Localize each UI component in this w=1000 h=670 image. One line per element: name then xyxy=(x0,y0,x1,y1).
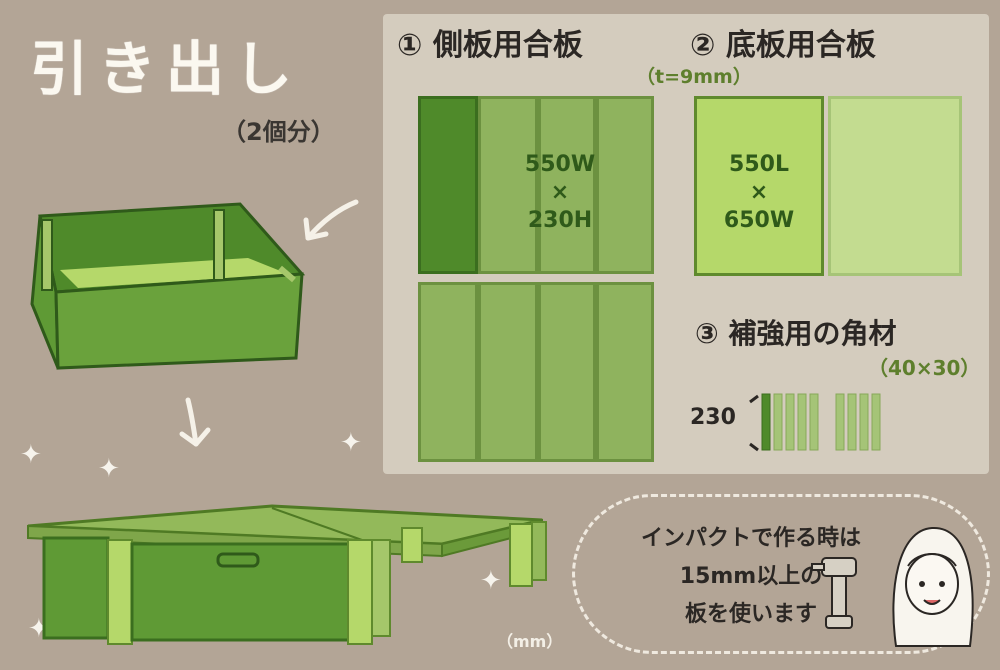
side-plank xyxy=(418,282,478,462)
sparkle-icon: ✦ xyxy=(480,566,502,596)
arrow-icon xyxy=(303,199,359,241)
bubble-line: 板を使います xyxy=(684,602,817,627)
side-plank xyxy=(596,282,654,462)
bottom-dim-length: 550L xyxy=(729,152,789,177)
side-plank xyxy=(596,96,654,274)
bottom-dim-width: 650W xyxy=(723,208,795,233)
lumber-length-label: 230 xyxy=(690,405,736,430)
sparkle-icon: ✦ xyxy=(340,428,362,458)
side-dim-x: × xyxy=(550,180,570,205)
speech-bubble xyxy=(572,494,990,654)
title: 引き出し xyxy=(30,35,303,103)
bottom-plank xyxy=(828,96,962,276)
lumber-sticks xyxy=(749,393,881,452)
sparkle-icon: ✦ xyxy=(20,440,42,470)
side-plank xyxy=(478,282,538,462)
side-dim-height: 230H xyxy=(527,208,593,233)
side-dim-width: 550W xyxy=(524,152,596,177)
side-plank xyxy=(478,96,538,274)
side-plank xyxy=(538,282,596,462)
subtitle: （2個分） xyxy=(222,118,335,146)
bubble-line: インパクトで作る時は xyxy=(640,526,861,551)
bubble-text: インパクトで作る時は 15mm以上の 板を使います xyxy=(606,520,896,634)
bottom-dim-x: × xyxy=(749,180,769,205)
drawer-box-illustration xyxy=(30,202,306,370)
bubble-line: 15mm以上の xyxy=(679,564,823,589)
arrow-down-icon xyxy=(179,397,211,447)
side-plank xyxy=(418,96,478,274)
side-plank xyxy=(538,96,596,274)
section-size-label: （40×30） xyxy=(868,356,981,380)
bottom-board-label: ② 底板用合板 xyxy=(690,28,876,63)
drill-icon xyxy=(811,557,857,629)
girl-avatar-icon xyxy=(892,526,974,647)
desk-illustration xyxy=(27,504,547,645)
sparkle-icon: ✦ xyxy=(98,454,120,484)
bottom-plank xyxy=(694,96,824,276)
reinforcement-label: ③ 補強用の角材 xyxy=(695,317,897,350)
side-board-label: ① 側板用合板 xyxy=(397,28,583,63)
unit-note: （mm） xyxy=(497,632,563,651)
thickness-label: （t=9mm） xyxy=(636,66,752,88)
